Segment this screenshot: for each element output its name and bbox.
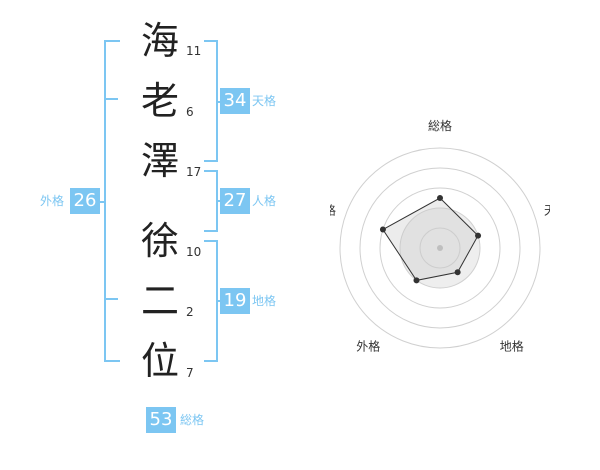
radar-center xyxy=(437,245,443,251)
name-char-4: 徐 xyxy=(140,219,179,263)
name-char-5: 二 xyxy=(140,279,179,323)
stroke-count-5: 2 xyxy=(186,305,194,319)
gaikaku-badge: 26 xyxy=(70,188,100,214)
stroke-count-4: 10 xyxy=(186,245,202,259)
gaikaku-bracket xyxy=(104,40,120,362)
chikaku-bracket-stub xyxy=(216,300,222,302)
stroke-count-1: 11 xyxy=(186,44,202,58)
gaikaku-bracket-stub xyxy=(100,201,106,203)
chikaku-badge: 19 xyxy=(220,288,250,314)
radar-axis-label-3: 地格 xyxy=(500,339,524,354)
jinkaku-label: 人格 xyxy=(252,194,277,208)
gaikaku-label: 外格 xyxy=(40,194,65,208)
name-char-6: 位 xyxy=(140,339,179,383)
chikaku-label: 地格 xyxy=(252,294,277,308)
stroke-count-6: 7 xyxy=(186,366,194,380)
name-char-2: 老 xyxy=(140,79,179,123)
radar-polygon xyxy=(382,197,479,281)
gaikaku-bracket-tick xyxy=(104,298,118,300)
radar-shape xyxy=(379,195,482,284)
name-char-1: 海 xyxy=(140,19,179,63)
radar-axis-label-1: 総格 xyxy=(428,118,452,133)
radar-axis-label-4: 外格 xyxy=(356,339,380,354)
jinkaku-badge: 27 xyxy=(220,188,250,214)
tenkaku-badge: 34 xyxy=(220,88,250,114)
radar-ring xyxy=(359,167,521,329)
fortune-radar-chart: 総格天格地格 外格 人格 xyxy=(330,118,550,354)
radar-ring xyxy=(339,147,541,349)
tenkaku-label: 天格 xyxy=(252,94,277,108)
radar-point-1 xyxy=(437,195,443,201)
radar-axis-label-2: 天格 xyxy=(544,202,550,217)
radar-ring xyxy=(379,187,501,309)
soukaku-label: 総格 xyxy=(180,413,205,427)
radar-point-4 xyxy=(413,277,420,284)
stroke-count-2: 6 xyxy=(186,105,194,119)
tenkaku-bracket-stub xyxy=(216,101,222,103)
soukaku-badge: 53 xyxy=(146,407,176,433)
radar-point-5 xyxy=(379,226,386,233)
radar-ring xyxy=(419,227,461,269)
gaikaku-bracket-tick xyxy=(104,98,118,100)
radar-point-3 xyxy=(454,269,461,276)
radar-axis-label-5: 人格 xyxy=(330,202,336,217)
name-char-3: 澤 xyxy=(140,139,179,183)
radar-axis-labels: 総格天格地格 外格 人格 xyxy=(330,118,550,354)
jinkaku-bracket-stub xyxy=(216,200,222,202)
stroke-count-3: 17 xyxy=(186,165,202,179)
radar-point-2 xyxy=(475,232,482,239)
